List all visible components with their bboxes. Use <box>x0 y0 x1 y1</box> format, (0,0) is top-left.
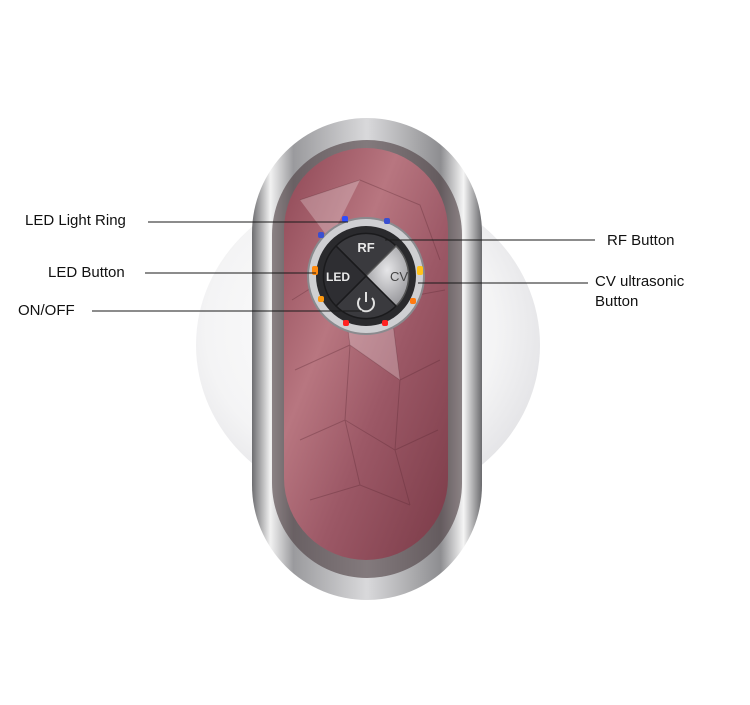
rf-button[interactable] <box>334 232 398 278</box>
led-ring-light <box>343 320 349 326</box>
led-ring-light <box>382 320 388 326</box>
callout-led-button: LED Button <box>48 264 125 281</box>
callout-cv-button-line1: CV ultrasonic <box>595 273 685 290</box>
led-ring-light <box>384 218 390 224</box>
led-ring-light <box>318 296 324 302</box>
power-icon <box>357 292 375 313</box>
led-ring-light <box>410 298 416 304</box>
led-ring-light <box>312 266 318 275</box>
rf-button-label: RF <box>357 240 374 255</box>
led-button[interactable] <box>322 244 368 308</box>
callout-cv-button-line2: Button <box>595 293 639 310</box>
cv-button[interactable] <box>364 244 410 308</box>
led-light-ring <box>312 216 423 326</box>
callout-on-off: ON/OFF <box>18 302 75 319</box>
led-ring-light <box>342 216 348 222</box>
led-ring-light <box>417 266 423 275</box>
led-button-label: LED <box>326 270 350 284</box>
cv-button-label: CV <box>390 269 408 284</box>
callout-cv-button: CV ultrasonic Button <box>595 272 735 312</box>
callout-led-light-ring: LED Light Ring <box>25 212 126 229</box>
callout-rf-button: RF Button <box>607 232 675 249</box>
leader-lines <box>92 221 595 312</box>
control-buttons: RF CV LED <box>322 232 410 320</box>
led-ring-light <box>318 232 324 238</box>
